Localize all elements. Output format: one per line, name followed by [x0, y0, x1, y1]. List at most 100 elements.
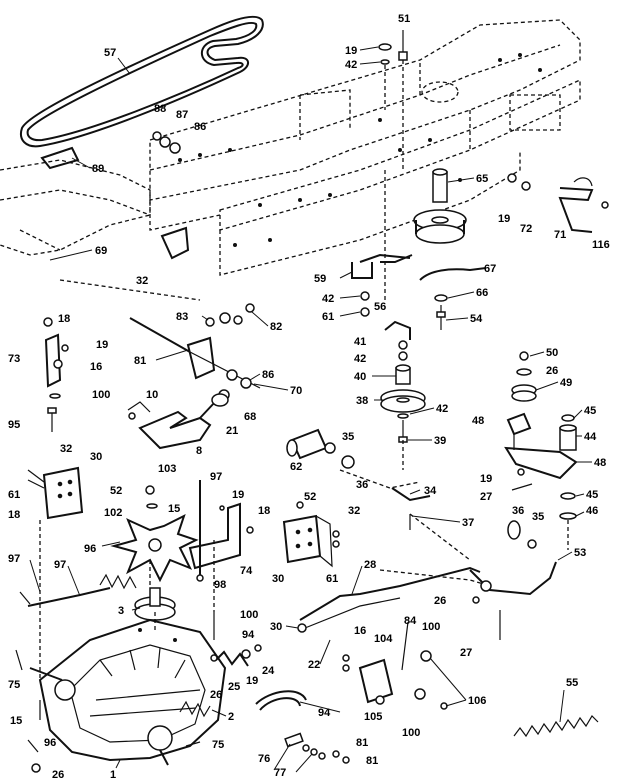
spring-2 [179, 700, 211, 718]
svg-text:27: 27 [480, 491, 492, 503]
label-19-mid: 19 [232, 489, 244, 501]
pulley-63 [413, 168, 467, 244]
label-8: 8 [196, 445, 202, 457]
svg-text:19: 19 [96, 339, 108, 351]
svg-text:22: 22 [308, 659, 320, 671]
label-29: 30 [270, 621, 282, 633]
svg-text:3: 3 [118, 605, 124, 617]
label-52-left: 52 [110, 485, 122, 497]
label-50: 50 [546, 347, 558, 359]
disc-36-35 [507, 520, 537, 549]
rod-53 [469, 561, 557, 640]
svg-text:50: 50 [546, 347, 558, 359]
svg-text:16: 16 [354, 625, 366, 637]
label-86-top: 86 [194, 121, 206, 133]
label-104: 104 [374, 633, 393, 645]
svg-text:26: 26 [52, 769, 64, 781]
svg-text:27: 27 [460, 647, 472, 659]
label-18-left: 18 [58, 313, 70, 325]
label-32-mid: 32 [348, 505, 360, 517]
label-32-left: 32 [60, 443, 72, 455]
label-1: 1 [110, 769, 116, 781]
svg-text:100: 100 [422, 621, 440, 633]
label-100-mid: 100 [240, 609, 258, 621]
label-87: 87 [176, 109, 188, 121]
label-27-r2: 27 [460, 647, 472, 659]
label-89: 89 [92, 163, 104, 175]
label-61-left: 61 [8, 489, 20, 501]
svg-text:81: 81 [366, 755, 378, 767]
lever-assembly [186, 336, 252, 389]
svg-text:35: 35 [532, 511, 544, 523]
svg-text:62: 62 [290, 461, 302, 473]
spring-rod-70 [507, 173, 609, 233]
svg-text:18: 18 [258, 505, 270, 517]
svg-text:42: 42 [322, 293, 334, 305]
svg-text:26: 26 [546, 365, 558, 377]
label-26-bot: 26 [52, 769, 64, 781]
label-38: 38 [356, 395, 368, 407]
label-76-b: 81 [366, 755, 378, 767]
label-84: 84 [404, 615, 417, 627]
label-59: 59 [314, 273, 326, 285]
label-105: 105 [364, 711, 382, 723]
label-66: 67 [484, 263, 496, 275]
spacer-40 [395, 364, 411, 385]
label-30-left: 30 [90, 451, 102, 463]
label-18-left2: 18 [8, 509, 20, 521]
svg-text:77: 77 [274, 767, 286, 779]
svg-text:19: 19 [232, 489, 244, 501]
label-16-mid: 16 [354, 625, 366, 637]
svg-text:39: 39 [434, 435, 446, 447]
svg-text:116: 116 [592, 239, 610, 251]
label-67: 68 [244, 411, 256, 423]
svg-text:75: 75 [8, 679, 20, 691]
svg-text:19: 19 [246, 675, 258, 687]
svg-text:68: 68 [244, 411, 256, 423]
label-83: 83 [176, 311, 188, 323]
bracket-73 [188, 502, 254, 570]
label-15-bot: 15 [10, 715, 22, 727]
label-49: 48 [472, 415, 484, 427]
svg-text:86: 86 [262, 369, 274, 381]
svg-text:72: 72 [520, 223, 532, 235]
label-27-r: 27 [480, 491, 492, 503]
label-61-mid: 61 [322, 311, 334, 323]
label-106: 106 [468, 695, 486, 707]
svg-text:102: 102 [104, 507, 122, 519]
spring-55 [513, 715, 599, 738]
label-76-a: 81 [356, 737, 368, 749]
part-29 [297, 623, 307, 633]
label-42-r: 42 [436, 403, 448, 415]
label-82: 82 [270, 321, 282, 333]
spring [99, 573, 137, 590]
label-42-lower: 42 [354, 353, 366, 365]
label-96: 96 [44, 737, 56, 749]
bracket-41 [384, 320, 411, 361]
label-42-top: 42 [345, 59, 357, 71]
rod-28 [299, 566, 491, 621]
spring-66 [419, 267, 487, 281]
label-71: 73 [8, 353, 20, 365]
svg-text:100: 100 [240, 609, 258, 621]
svg-text:97: 97 [54, 559, 66, 571]
svg-text:36: 36 [512, 505, 524, 517]
label-26-r2: 26 [434, 595, 446, 607]
plate-30 [27, 466, 84, 520]
svg-text:95: 95 [8, 419, 20, 431]
label-98: 98 [214, 579, 226, 591]
label-39: 39 [434, 435, 446, 447]
svg-text:96: 96 [44, 737, 56, 749]
part-37 [409, 513, 471, 561]
hardware-83-82 [205, 303, 255, 327]
svg-text:42: 42 [436, 403, 448, 415]
svg-text:61: 61 [322, 311, 334, 323]
bracket-71 [43, 317, 69, 432]
svg-text:97: 97 [8, 553, 20, 565]
svg-text:53: 53 [574, 547, 586, 559]
svg-text:19: 19 [480, 473, 492, 485]
label-44: 44 [584, 431, 597, 443]
svg-text:21: 21 [226, 425, 238, 437]
label-10: 10 [146, 389, 158, 401]
label-64: 54 [470, 313, 483, 325]
